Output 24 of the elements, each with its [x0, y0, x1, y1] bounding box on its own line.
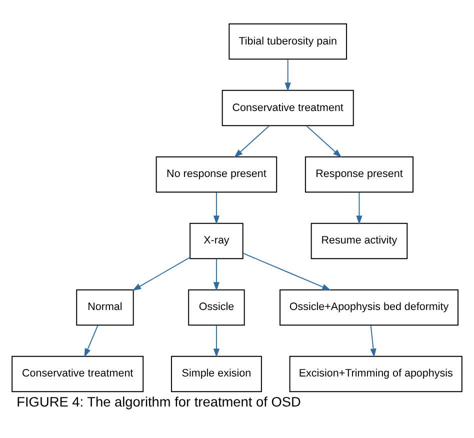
arrow: [242, 252, 331, 290]
arrow: [84, 324, 98, 358]
node-box: Conservative treatment: [222, 90, 354, 126]
node-box: Ossicle: [188, 289, 245, 326]
node-box: X-ray: [190, 222, 244, 260]
node-box: Ossicle+Apophysis bed deformity: [280, 289, 458, 326]
node-box: Simple exision: [170, 356, 262, 392]
arrow: [306, 125, 342, 158]
arrow: [213, 192, 220, 224]
arrow: [234, 125, 270, 158]
arrow: [370, 324, 376, 358]
arrow: [213, 258, 220, 291]
arrow: [284, 58, 291, 92]
node-box: Excision+Trimming of apophysis: [289, 356, 462, 392]
arrow: [132, 256, 191, 291]
node-box: No response present: [156, 156, 278, 193]
node-box: Tibial tuberosity pain: [228, 23, 348, 60]
node-box: Normal: [76, 289, 134, 326]
arrow: [356, 192, 362, 224]
node-box: Conservative treatment: [12, 356, 144, 392]
node-box: Response present: [304, 156, 414, 193]
node-box: Resume activity: [310, 222, 408, 260]
caption: FIGURE 4: The algorithm for treatment of OSD: [16, 394, 301, 410]
arrow: [213, 324, 220, 358]
